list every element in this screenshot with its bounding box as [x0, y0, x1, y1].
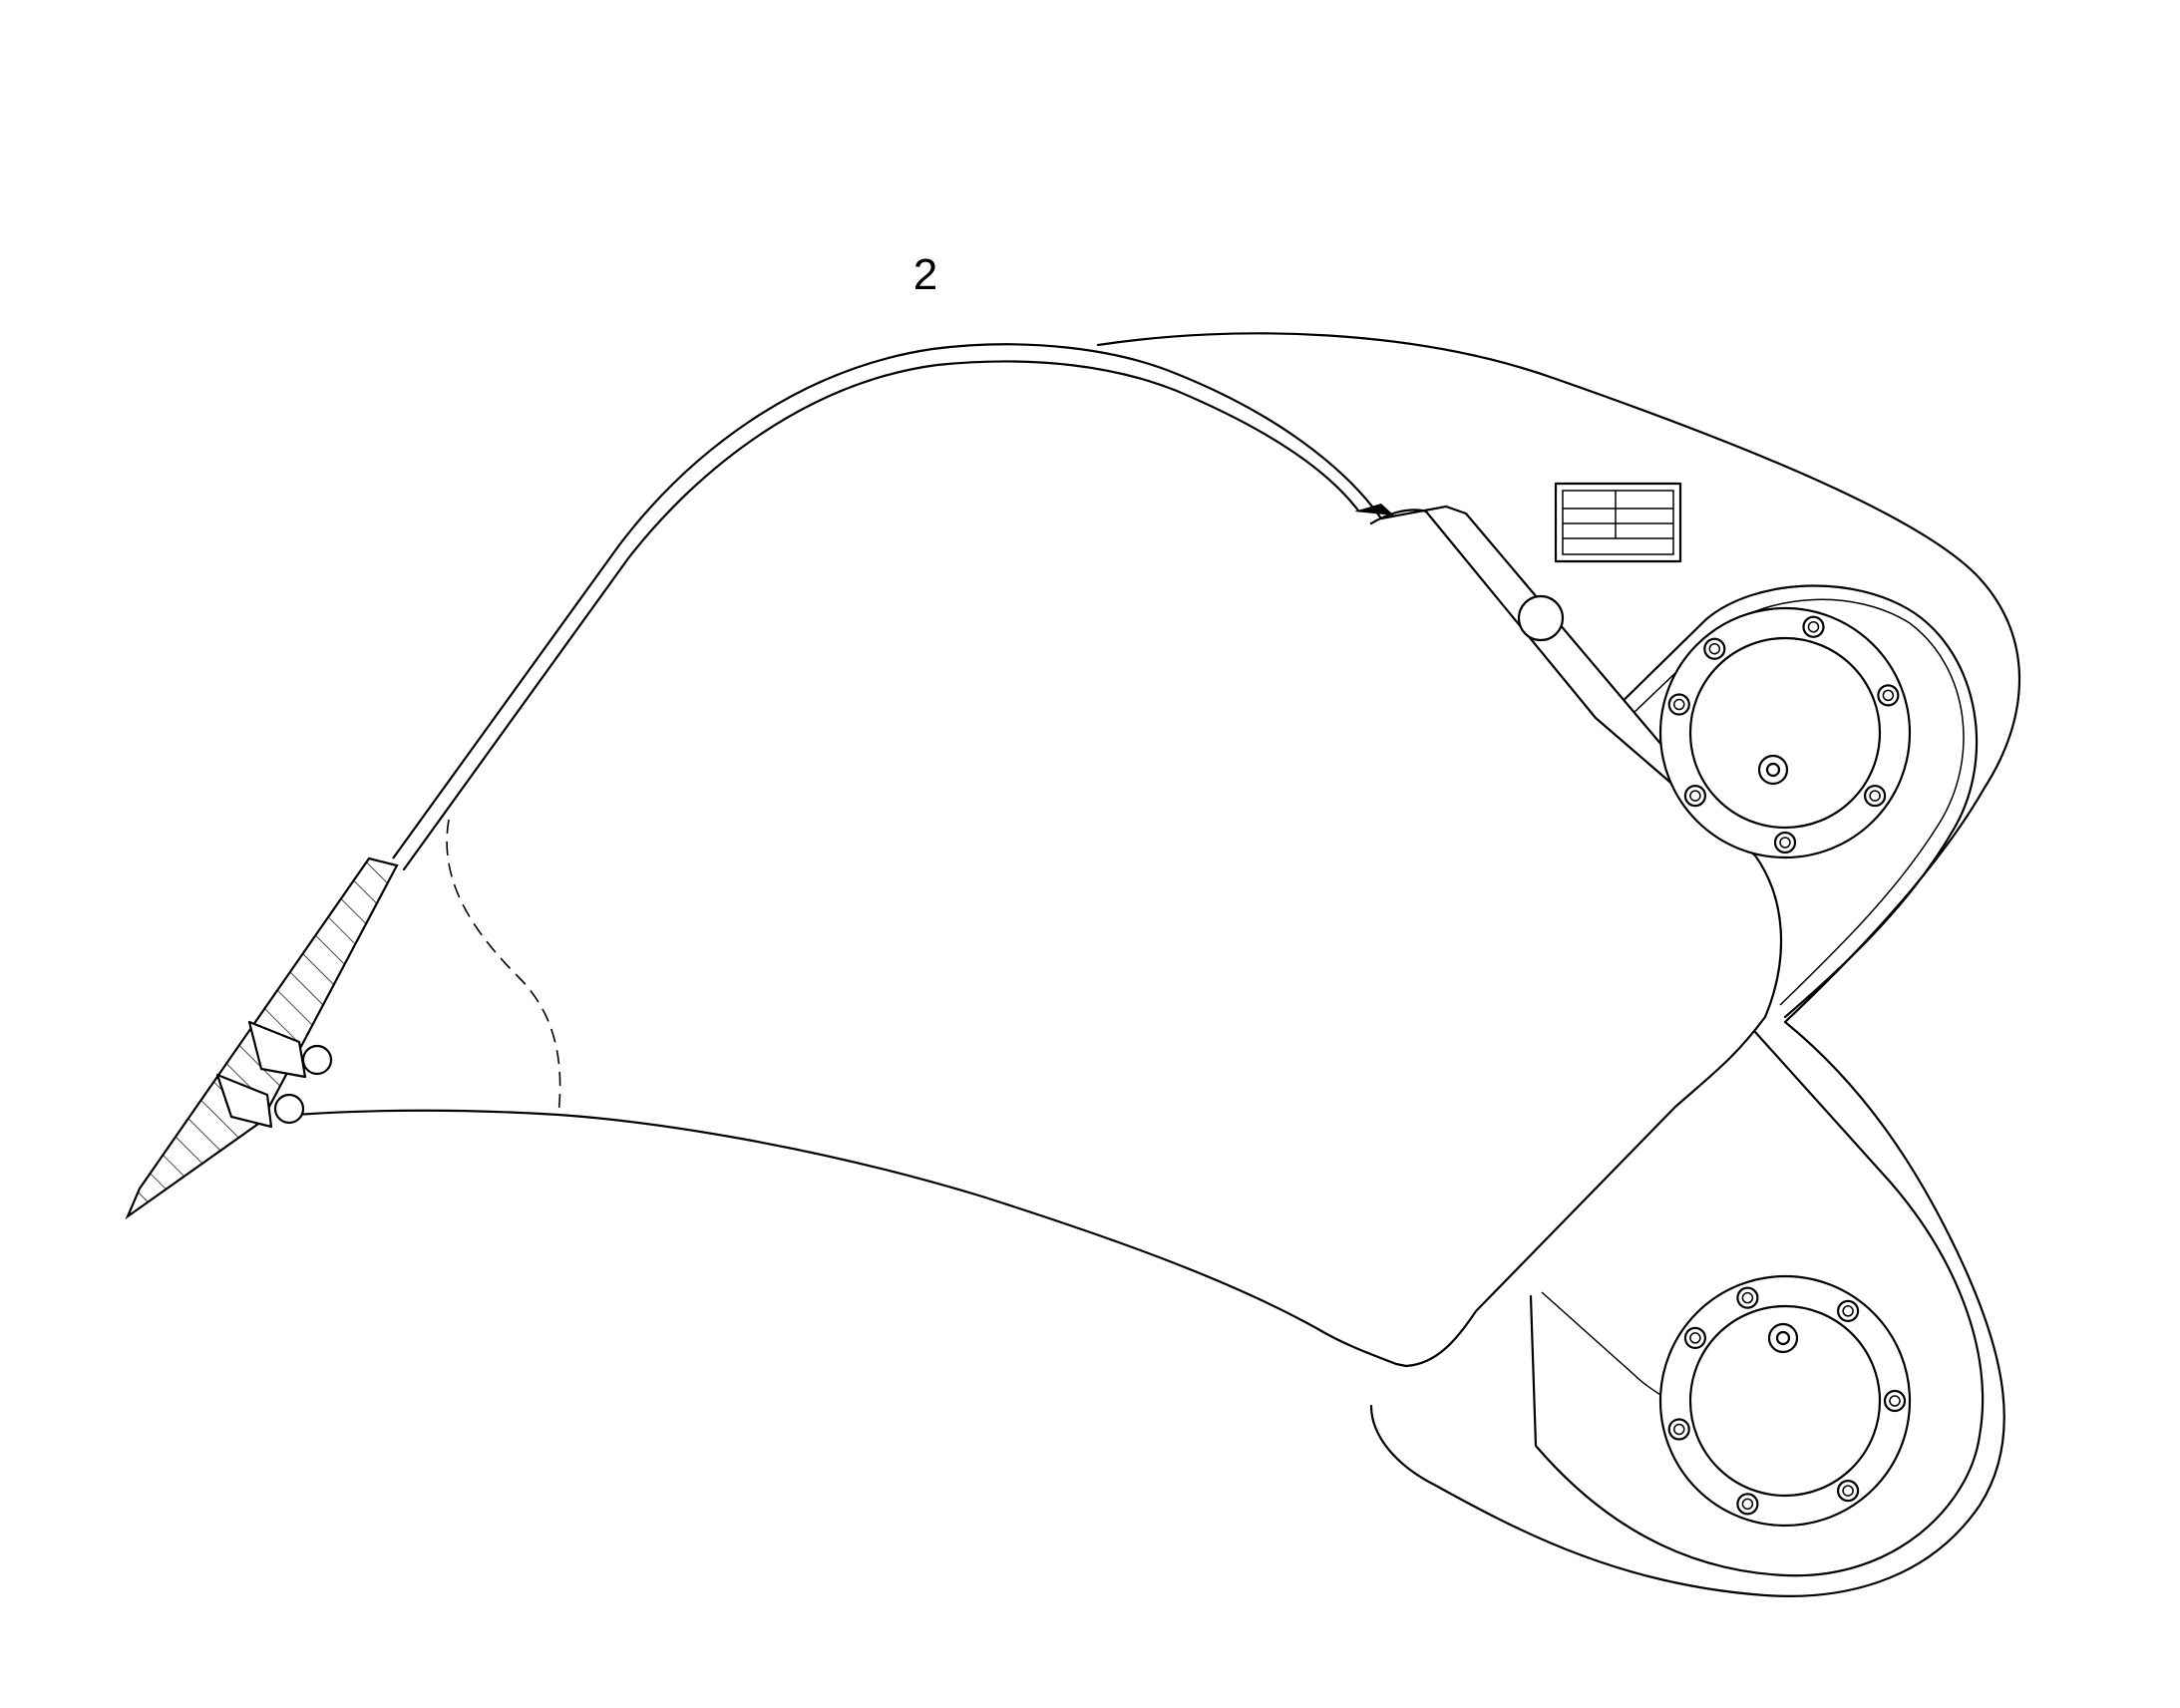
- bolt-icon: [1667, 1418, 1690, 1441]
- nameplate-icon: [1554, 482, 1682, 563]
- bolt-head-icon: [1842, 1485, 1854, 1497]
- edge-bolt-upper: [247, 1020, 333, 1079]
- bolt-icon: [1683, 784, 1706, 808]
- callout-label: 2: [913, 250, 937, 299]
- bolt-head-icon: [1807, 620, 1820, 633]
- bolt-icon: [1883, 1389, 1907, 1413]
- bolt-icon: [1864, 784, 1887, 808]
- upper-bolt-ring: [1667, 615, 1900, 854]
- bucket-shell-outer: [294, 343, 1783, 1368]
- bolt-icon: [1736, 1286, 1759, 1309]
- bolt-icon: [1736, 1493, 1759, 1516]
- bolt-head-icon: [1741, 1498, 1754, 1511]
- lower-lug-inner: [1529, 1030, 1985, 1577]
- upper-pin-boss: [1658, 606, 1912, 859]
- bolt-head-icon: [1779, 837, 1791, 849]
- upper-lug-inner: [1601, 584, 1979, 1019]
- bolt-icon: [1802, 615, 1825, 638]
- side-plate-edge: [1369, 509, 1757, 857]
- lower-pin-boss: [1658, 1274, 1912, 1528]
- bolt-head-icon: [1882, 689, 1895, 702]
- hinge-arm-outline: [1096, 332, 2021, 1597]
- lower-bolt-ring: [1667, 1286, 1907, 1516]
- bolt-icon: [1877, 684, 1900, 707]
- bolt-icon: [1773, 831, 1797, 854]
- bolt-head-icon: [1689, 1332, 1701, 1344]
- transition-dashed-line: [446, 819, 561, 1116]
- bolt-icon: [1667, 693, 1690, 716]
- wear-band-inner: [402, 360, 1360, 871]
- bolt-icon: [1836, 1299, 1860, 1322]
- pin-hole-icon: [1517, 594, 1565, 642]
- bolt-head-icon: [1708, 642, 1721, 655]
- bolt-icon: [1703, 637, 1726, 660]
- bolt-head-icon: [1672, 1423, 1685, 1436]
- bolt-head-icon: [1889, 1395, 1901, 1407]
- bolt-head-icon: [1842, 1305, 1854, 1317]
- bolt-head-icon: [1741, 1291, 1754, 1304]
- bolt-icon: [1683, 1326, 1706, 1350]
- upper-lug-inner-2: [1610, 598, 1965, 1006]
- bolt-icon: [1836, 1480, 1860, 1503]
- edge-bolt-lower: [215, 1073, 305, 1129]
- weld-mark-top: [1354, 504, 1394, 515]
- bolt-head-icon: [1672, 698, 1685, 711]
- bolt-head-icon: [1869, 790, 1881, 802]
- bolt-head-icon: [1689, 790, 1701, 802]
